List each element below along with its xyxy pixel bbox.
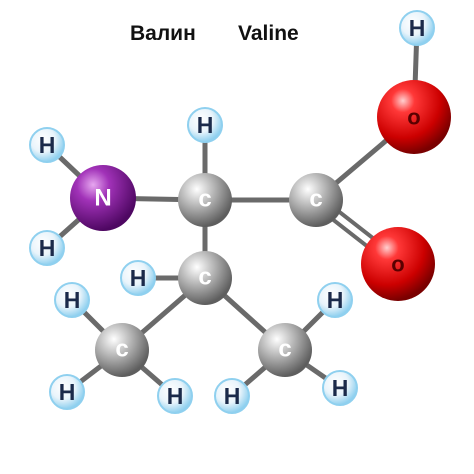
hydrogen-label: H [224, 383, 241, 409]
carbon-atom-c-alpha: c [178, 173, 232, 227]
hydrogen-atom-h-n2: H [29, 230, 65, 266]
carbon-label: c [309, 186, 322, 213]
carbon-label: c [198, 186, 211, 213]
hydrogen-atom-h-r2: H [214, 378, 250, 414]
hydrogen-label: H [409, 15, 426, 41]
carbon-label: c [198, 264, 211, 291]
hydrogen-label: H [39, 132, 56, 158]
nitrogen-label: N [94, 185, 111, 212]
hydrogen-atom-h-r3: H [322, 370, 358, 406]
hydrogen-label: H [167, 383, 184, 409]
hydrogen-atom-h-alpha: H [187, 107, 223, 143]
hydrogen-label: H [64, 287, 81, 313]
carbon-sphere [95, 323, 149, 377]
oxygen-label: o [391, 252, 404, 277]
hydrogen-sphere [322, 370, 358, 406]
hydrogen-sphere [214, 378, 250, 414]
nitrogen-atom-n: N [70, 165, 136, 231]
title-english: Valine [238, 22, 299, 45]
oxygen-atom-o1: o [377, 80, 451, 154]
hydrogen-sphere [157, 378, 193, 414]
hydrogen-sphere [187, 107, 223, 143]
hydrogen-label: H [332, 375, 349, 401]
hydrogen-atom-h-l1: H [54, 282, 90, 318]
nitrogen-sphere [70, 165, 136, 231]
carbon-label: c [278, 336, 291, 363]
hydrogen-sphere [29, 230, 65, 266]
hydrogen-sphere [29, 127, 65, 163]
hydrogen-sphere [317, 282, 353, 318]
hydrogen-sphere [54, 282, 90, 318]
hydrogen-label: H [39, 235, 56, 261]
oxygen-sphere [361, 227, 435, 301]
carbon-atom-c-beta: c [178, 251, 232, 305]
hydrogen-atom-h-r1: H [317, 282, 353, 318]
carbon-sphere [178, 251, 232, 305]
carbon-sphere [178, 173, 232, 227]
carbon-atom-c-carboxyl: c [289, 173, 343, 227]
hydrogen-label: H [130, 265, 147, 291]
hydrogen-sphere [399, 10, 435, 46]
hydrogen-atom-h-n1: H [29, 127, 65, 163]
hydrogen-atom-h-l3: H [157, 378, 193, 414]
carbon-atom-c-methyl-right: c [258, 323, 312, 377]
carbon-atom-c-methyl-left: c [95, 323, 149, 377]
hydrogen-label: H [197, 112, 214, 138]
carbon-sphere [258, 323, 312, 377]
carbon-label: c [115, 336, 128, 363]
oxygen-sphere [377, 80, 451, 154]
hydrogen-atom-h-beta: H [120, 260, 156, 296]
hydrogen-sphere [49, 374, 85, 410]
hydrogen-atom-h-top: H [399, 10, 435, 46]
hydrogen-sphere [120, 260, 156, 296]
oxygen-label: o [407, 105, 420, 130]
hydrogen-label: H [327, 287, 344, 313]
oxygen-atom-o2: o [361, 227, 435, 301]
hydrogen-label: H [59, 379, 76, 405]
carbon-sphere [289, 173, 343, 227]
hydrogen-atom-h-l2: H [49, 374, 85, 410]
title-russian: Валин [130, 22, 196, 45]
